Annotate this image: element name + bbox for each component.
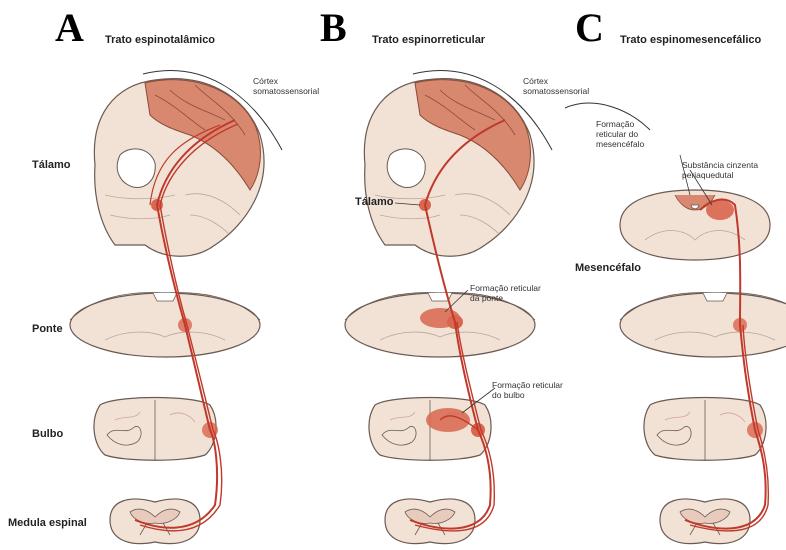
label-medula-espinal: Medula espinal <box>8 517 87 529</box>
annot-cortex-a: Córtex somatossensorial <box>253 76 319 96</box>
annot-substancia-cinzenta: Substância cinzenta periaquedutal <box>682 160 758 180</box>
annot-formacao-mesencefalo-line3: mesencéfalo <box>596 139 644 149</box>
annot-substancia-line1: Substância cinzenta <box>682 160 758 170</box>
panel-c-letter: C <box>575 8 604 48</box>
annot-cortex-b: Córtex somatossensorial <box>523 76 589 96</box>
panel-a-title: Trato espinotalâmico <box>105 34 215 46</box>
annot-formacao-mesencefalo: Formação reticular do mesencéfalo <box>596 119 644 149</box>
annot-cortex-a-line2: somatossensorial <box>253 86 319 96</box>
label-talamo-a: Tálamo <box>32 159 71 171</box>
label-bulbo: Bulbo <box>32 428 63 440</box>
annot-formacao-bulbo-line1: Formação reticular <box>492 380 563 390</box>
annot-formacao-mesencefalo-line1: Formação <box>596 119 644 129</box>
annot-cortex-b-line1: Córtex <box>523 76 589 86</box>
label-mesencefalo: Mesencéfalo <box>575 262 641 274</box>
label-ponte: Ponte <box>32 323 63 335</box>
panel-b-art <box>345 71 552 544</box>
annot-formacao-bulbo: Formação reticular do bulbo <box>492 380 563 400</box>
label-talamo-b: Tálamo <box>355 196 394 208</box>
panel-a-letter: A <box>55 8 84 48</box>
annot-formacao-ponte-line2: da ponte <box>470 293 541 303</box>
annot-formacao-ponte: Formação reticular da ponte <box>470 283 541 303</box>
panel-b-title: Trato espinorreticular <box>372 34 485 46</box>
annot-substancia-line2: periaquedutal <box>682 170 758 180</box>
annot-formacao-ponte-line1: Formação reticular <box>470 283 541 293</box>
annot-cortex-b-line2: somatossensorial <box>523 86 589 96</box>
panel-b-letter: B <box>320 8 347 48</box>
panel-c-title: Trato espinomesencefálico <box>620 34 761 46</box>
annot-formacao-mesencefalo-line2: reticular do <box>596 129 644 139</box>
annot-formacao-bulbo-line2: do bulbo <box>492 390 563 400</box>
panel-a-art <box>70 71 282 544</box>
annot-cortex-a-line1: Córtex <box>253 76 319 86</box>
